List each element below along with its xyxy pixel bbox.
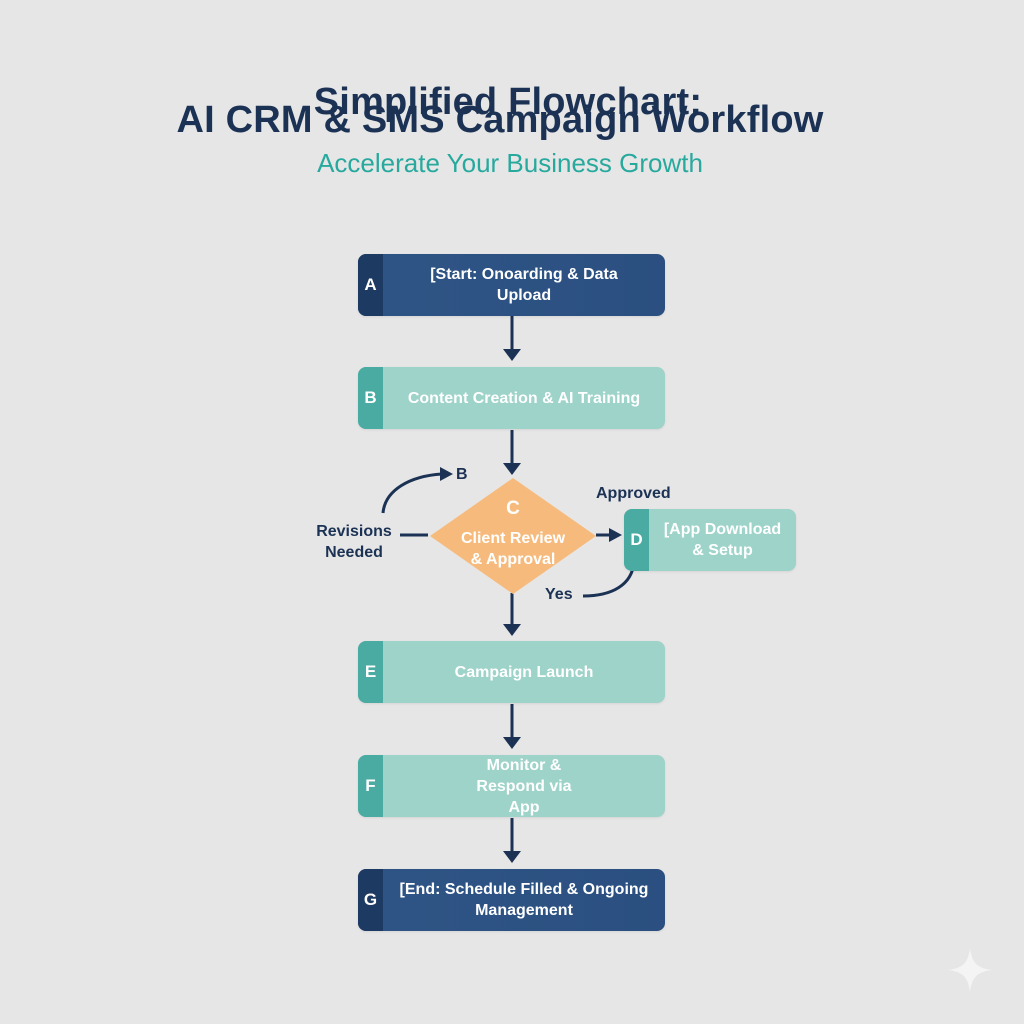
node-a[interactable]: A [Start: Onoarding & Data Upload bbox=[358, 254, 665, 316]
approved-label: Approved bbox=[596, 485, 671, 502]
node-d-label: [App Download & Setup bbox=[663, 521, 782, 559]
node-a-id: A bbox=[358, 254, 383, 316]
loop-target-label: B bbox=[456, 466, 468, 483]
revisions-loop-arrowhead bbox=[440, 467, 453, 481]
subtitle: Accelerate Your Business Growth bbox=[317, 148, 703, 178]
node-f[interactable]: F Monitor & Respond via App bbox=[358, 755, 665, 817]
node-f-id: F bbox=[358, 755, 383, 817]
node-d[interactable]: D [App Download & Setup bbox=[624, 509, 796, 571]
sparkle-icon bbox=[948, 948, 992, 992]
arrowhead-e-to-f bbox=[503, 737, 521, 749]
node-c-id: C bbox=[506, 498, 520, 519]
decision-diamond bbox=[430, 478, 596, 594]
arrowhead-f-to-g bbox=[503, 851, 521, 863]
title-line-1: Simplified Flowchart: bbox=[313, 81, 703, 123]
node-g-label: [End: Schedule Filled & Ongoing Manageme… bbox=[399, 881, 649, 919]
arrowhead-c-to-d bbox=[609, 528, 622, 542]
node-g-id: G bbox=[358, 869, 383, 931]
yes-label: Yes bbox=[545, 586, 573, 603]
node-b-id: B bbox=[358, 367, 383, 429]
node-b-label: Content Creation & AI Training bbox=[407, 389, 641, 407]
node-e[interactable]: E Campaign Launch bbox=[358, 641, 665, 703]
node-e-id: E bbox=[358, 641, 383, 703]
arrowhead-c-to-e bbox=[503, 624, 521, 636]
node-f-label: Monitor & Respond via App bbox=[476, 756, 572, 816]
arrowhead-a-to-b bbox=[503, 349, 521, 361]
node-e-label: Campaign Launch bbox=[454, 663, 594, 681]
node-g[interactable]: G [End: Schedule Filled & Ongoing Manage… bbox=[358, 869, 665, 931]
revisions-loop-arrow bbox=[381, 472, 443, 514]
node-c[interactable]: C Client Review & Approval bbox=[428, 476, 598, 596]
node-b[interactable]: B Content Creation & AI Training bbox=[358, 367, 665, 429]
arrowhead-b-to-c bbox=[503, 463, 521, 475]
title-line-2: AI CRM & SMS Campaign Workflow bbox=[176, 99, 824, 141]
revisions-needed-label: Revisions Needed bbox=[316, 523, 392, 561]
node-c-label: Client Review & Approval bbox=[460, 530, 566, 568]
node-a-label: [Start: Onoarding & Data Upload bbox=[430, 266, 618, 304]
node-d-id: D bbox=[624, 509, 649, 571]
